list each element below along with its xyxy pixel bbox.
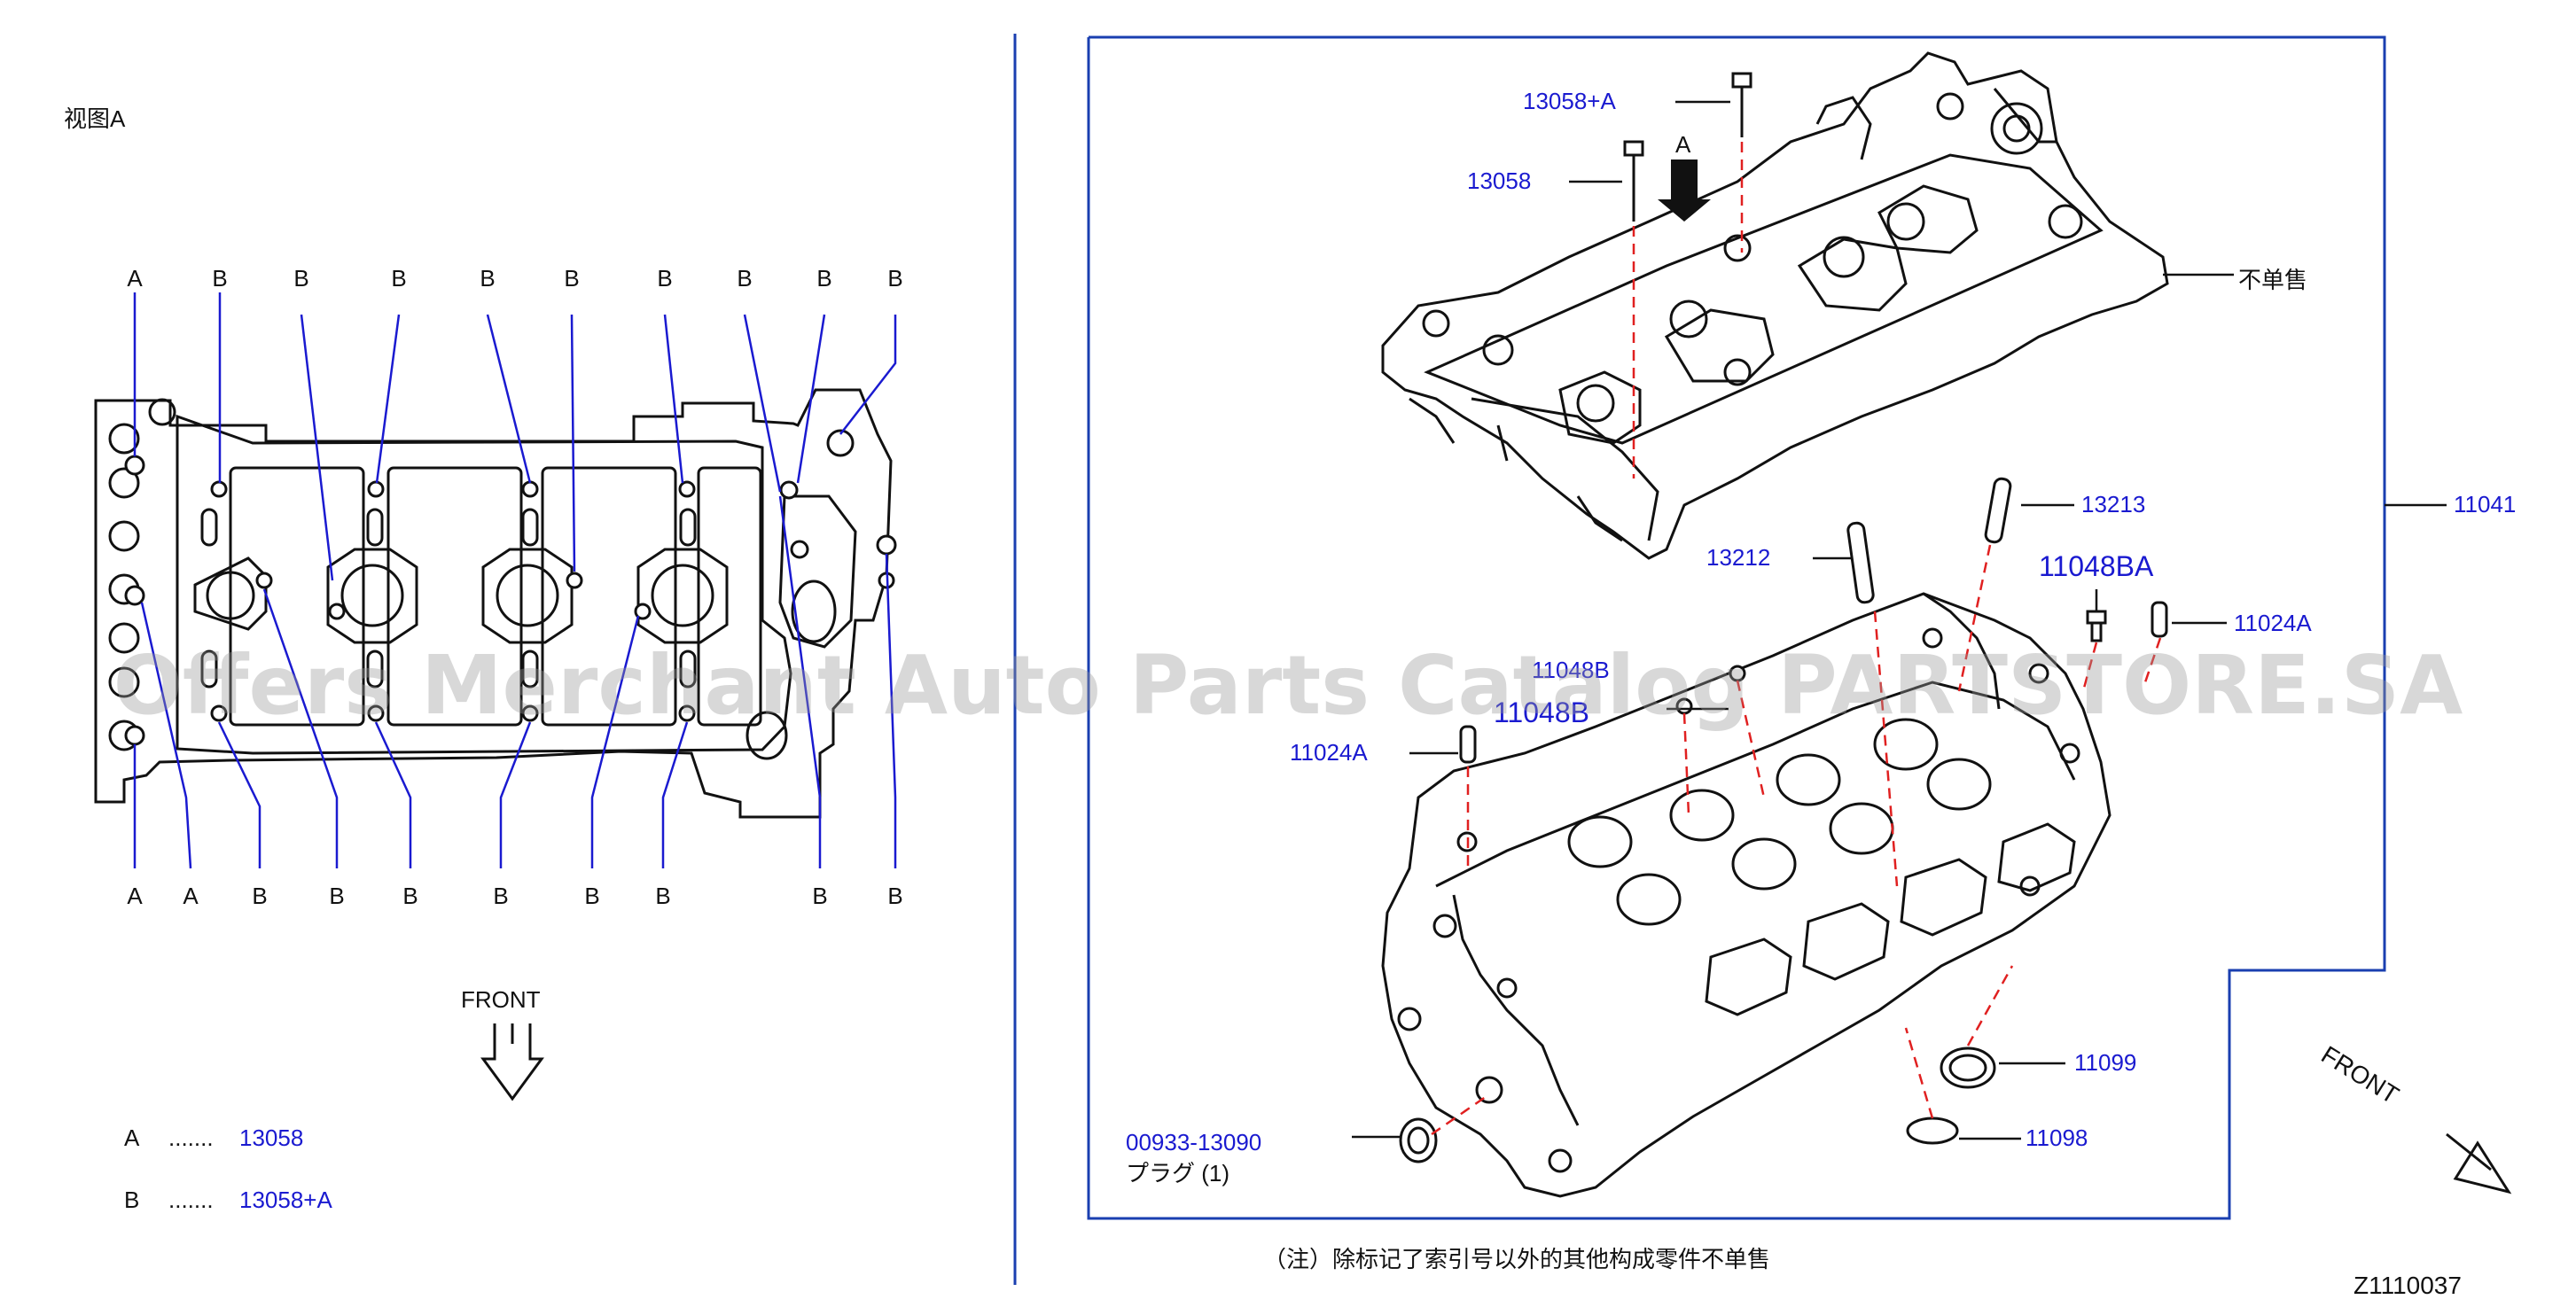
bottom-letter-4: B <box>329 883 344 909</box>
view-leaders <box>133 292 897 869</box>
callout-13058[interactable]: 13058 <box>1467 167 1531 194</box>
cylinder-head <box>1381 592 2112 1198</box>
left-front-arrow-icon <box>480 1023 544 1101</box>
watermark: Offers Merchant Auto Parts Catalog PARTS… <box>113 638 2463 733</box>
left-front-label: FRONT <box>461 986 541 1013</box>
top-letter-5: B <box>480 265 495 292</box>
callout-11048ba[interactable]: 11048BA <box>2039 550 2154 582</box>
view-top-letters: A B B B B B B B B B <box>127 265 902 292</box>
camshaft-bracket <box>1381 51 2169 560</box>
callout-13213[interactable]: 13213 <box>2081 491 2145 517</box>
legend-b-letter: B <box>124 1187 139 1213</box>
callout-11041[interactable]: 11041 <box>2454 491 2516 517</box>
legend-a-letter: A <box>124 1124 140 1151</box>
view-a-arrow-icon <box>1658 160 1711 222</box>
bolt-holes <box>124 429 897 746</box>
bottom-letter-3: B <box>252 883 267 909</box>
bottom-letter-1: A <box>127 883 143 909</box>
bottom-letter-6: B <box>493 883 508 909</box>
black-leaders <box>1352 100 2447 1140</box>
top-letter-6: B <box>564 265 579 292</box>
callout-13058a[interactable]: 13058+A <box>1523 88 1616 114</box>
legend-b-part[interactable]: 13058+A <box>239 1187 332 1213</box>
callout-11048b-small[interactable]: 11048B <box>1532 657 1610 683</box>
bottom-letter-2: A <box>183 883 199 909</box>
top-letter-7: B <box>657 265 672 292</box>
diagram-id: Z1110037 <box>2354 1272 2462 1299</box>
footnote: （注）除标记了索引号以外的其他构成零件不单售 <box>1263 1246 1770 1272</box>
legend-a-dots: ....... <box>168 1124 214 1151</box>
head-top-view <box>94 388 893 819</box>
view-bottom-letters: A A B B B B B B B B <box>127 883 902 909</box>
top-letter-8: B <box>737 265 752 292</box>
callout-11024a-right[interactable]: 11024A <box>2234 610 2312 636</box>
top-letter-2: B <box>212 265 227 292</box>
callout-plug: プラグ (1) <box>1126 1160 1229 1187</box>
callout-11099[interactable]: 11099 <box>2074 1049 2136 1076</box>
top-letter-1: A <box>127 265 143 292</box>
top-letter-10: B <box>887 265 902 292</box>
assembly-frame <box>1087 35 2386 1220</box>
flange-holes <box>108 398 176 751</box>
view-title: 视图A <box>64 105 126 132</box>
callout-13212[interactable]: 13212 <box>1706 544 1770 571</box>
arrow-a-label: A <box>1675 131 1691 158</box>
callout-00933-13090[interactable]: 00933-13090 <box>1126 1129 1261 1155</box>
bottom-letter-9: B <box>812 883 827 909</box>
bottom-letter-8: B <box>655 883 670 909</box>
right-front-arrow-icon <box>2446 1132 2512 1194</box>
red-leaders <box>1431 142 2162 1136</box>
top-letter-9: B <box>816 265 831 292</box>
legend-a-part[interactable]: 13058 <box>239 1124 303 1151</box>
top-letter-3: B <box>293 265 308 292</box>
legend-b-dots: ....... <box>168 1187 214 1213</box>
bottom-letter-5: B <box>402 883 418 909</box>
callout-11098[interactable]: 11098 <box>2026 1124 2088 1151</box>
small-parts <box>1399 72 2168 1163</box>
bottom-letter-10: B <box>887 883 902 909</box>
callout-not-sold: 不单售 <box>2238 267 2307 293</box>
bottom-letter-7: B <box>584 883 599 909</box>
callout-11048b[interactable]: 11048B <box>1494 696 1589 728</box>
top-letter-4: B <box>391 265 406 292</box>
callout-11024a-left[interactable]: 11024A <box>1290 739 1368 766</box>
right-front-label: FRONT <box>2316 1040 2403 1109</box>
plug-bosses <box>193 508 729 689</box>
